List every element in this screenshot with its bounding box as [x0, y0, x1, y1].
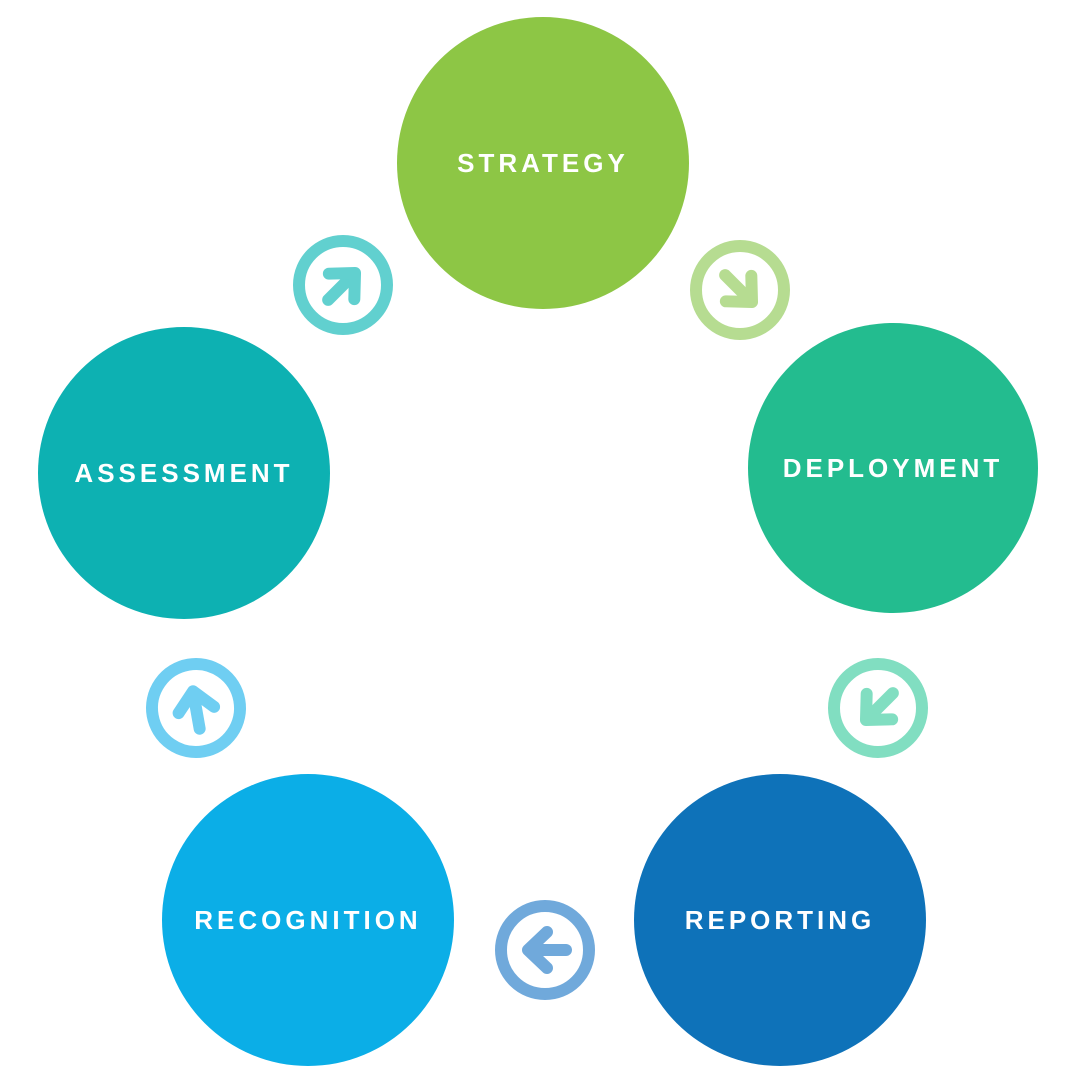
- arrow-assessment-to-strategy-icon: [269, 211, 416, 358]
- node-deployment-label: DEPLOYMENT: [782, 452, 1004, 483]
- arrow-reporting-to-recognition-icon: [493, 898, 597, 1002]
- arrow-deployment-to-reporting-icon: [804, 634, 951, 781]
- arrow-strategy-to-deployment-icon: [666, 216, 813, 363]
- node-recognition: RECOGNITION: [162, 774, 454, 1066]
- node-strategy-label: STRATEGY: [457, 147, 629, 178]
- arrow-recognition-to-assessment-icon: [136, 648, 256, 768]
- node-strategy: STRATEGY: [397, 17, 689, 309]
- node-assessment-label: ASSESSMENT: [74, 457, 294, 488]
- node-assessment: ASSESSMENT: [38, 327, 330, 619]
- node-reporting: REPORTING: [634, 774, 926, 1066]
- node-reporting-label: REPORTING: [684, 904, 876, 935]
- node-deployment: DEPLOYMENT: [748, 323, 1038, 613]
- node-recognition-label: RECOGNITION: [194, 904, 422, 935]
